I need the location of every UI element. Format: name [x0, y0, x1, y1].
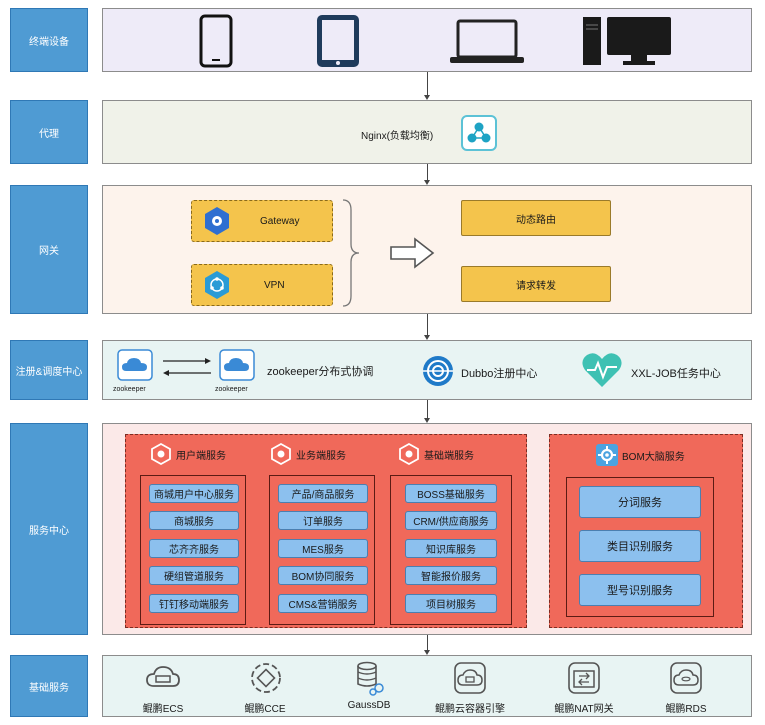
tier-label-basic: 基础服务 [10, 655, 88, 717]
group-title-text: 用户端服务 [176, 450, 226, 462]
tier-label-proxy: 代理 [10, 100, 88, 164]
gateway-label: Gateway [260, 215, 300, 227]
service-item: BOSS基础服务 [405, 484, 497, 503]
arrow-proxy-gateway [424, 164, 430, 185]
nat-gateway-icon [568, 662, 600, 694]
basic-tier: 鲲鹏ECS 鲲鹏CCE GaussDB 鲲鹏云容器引擎 鲲鹏NAT网关 鲲鹏RD… [102, 655, 752, 717]
basic-service-label: GaussDB [347, 700, 391, 711]
request-forward-box: 请求转发 [461, 266, 611, 302]
service-item: 分词服务 [579, 486, 701, 518]
bom-service-title: BOM大脑服务 [596, 444, 685, 466]
service-item: 产品/商品服务 [278, 484, 368, 503]
arrow-registry-service [424, 400, 430, 423]
service-hex-icon [151, 443, 171, 465]
dynamic-route-box: 动态路由 [461, 200, 611, 236]
basic-service-label: 鲲鹏ECS [142, 704, 184, 715]
tier-label-registry: 注册&调度中心 [10, 340, 88, 400]
zookeeper-text: zookeeper分布式协调 [267, 366, 374, 378]
arrow-gateway-registry [424, 314, 430, 340]
gear-icon [596, 444, 618, 466]
smartphone-icon [199, 14, 233, 68]
service-item: 芯齐齐服务 [149, 539, 239, 558]
bom-service-column: 分词服务 类目识别服务 型号识别服务 [566, 477, 714, 617]
vpn-icon [205, 271, 229, 299]
zookeeper-right-label: zookeeper [215, 386, 248, 393]
basic-service-label: 鲲鹏云容器引擎 [435, 704, 505, 715]
service-item: 商城服务 [149, 511, 239, 530]
basic-service-label: 鲲鹏NAT网关 [554, 704, 614, 715]
load-balancer-icon [461, 115, 497, 151]
business-service-title: 业务端服务 [270, 443, 346, 465]
service-item: CMS&营销服务 [278, 594, 368, 613]
gateway-icon [205, 207, 229, 235]
dubbo-label: Dubbo注册中心 [461, 368, 538, 380]
user-service-title: 用户端服务 [150, 443, 226, 465]
service-item: 硬组管道服务 [149, 566, 239, 585]
group-title-text: 业务端服务 [296, 450, 346, 462]
sync-arrows [163, 358, 211, 376]
user-service-column: 商城用户中心服务 商城服务 芯齐齐服务 硬组管道服务 钉钉移动端服务 [140, 475, 246, 625]
service-item: 智能报价服务 [405, 566, 497, 585]
business-service-column: 产品/商品服务 订单服务 MES服务 BOM协同服务 CMS&营销服务 [269, 475, 375, 625]
right-arrow-icon [390, 237, 435, 269]
base-service-title: 基础端服务 [398, 443, 474, 465]
heartbeat-icon [582, 353, 622, 387]
zookeeper-cloud-icon [219, 349, 255, 381]
proxy-tier: Nginx(负载均衡) [102, 100, 752, 164]
group-title-text: 基础端服务 [424, 450, 474, 462]
service-item: 知识库服务 [405, 539, 497, 558]
cloud-container-icon [454, 662, 486, 694]
arrow-terminal-proxy [424, 72, 430, 100]
arrow-service-basic [424, 635, 430, 655]
service-item: MES服务 [278, 539, 368, 558]
zookeeper-left-label: zookeeper [113, 386, 146, 393]
laptop-icon [450, 19, 524, 63]
base-service-column: BOSS基础服务 CRM/供应商服务 知识库服务 智能报价服务 项目树服务 [390, 475, 512, 625]
service-item: 商城用户中心服务 [149, 484, 239, 503]
service-item: 类目识别服务 [579, 530, 701, 562]
service-item: 钉钉移动端服务 [149, 594, 239, 613]
container-cluster-icon [251, 663, 281, 693]
service-hex-icon [271, 443, 291, 465]
service-item: 项目树服务 [405, 594, 497, 613]
vpn-item: VPN [191, 264, 333, 306]
service-group-main: 用户端服务 商城用户中心服务 商城服务 芯齐齐服务 硬组管道服务 钉钉移动端服务… [125, 434, 527, 628]
tier-label-service: 服务中心 [10, 423, 88, 635]
terminal-tier [102, 8, 752, 72]
gateway-tier: Gateway VPN 动态路由 请求转发 [102, 185, 752, 314]
database-icon [357, 661, 384, 696]
tier-label-gateway: 网关 [10, 185, 88, 314]
cloud-server-icon [146, 666, 180, 687]
service-item: CRM/供应商服务 [405, 511, 497, 530]
service-item: 订单服务 [278, 511, 368, 530]
tablet-icon [317, 15, 359, 67]
service-item: BOM协同服务 [278, 566, 368, 585]
vpn-label: VPN [264, 279, 285, 291]
service-hex-icon [399, 443, 419, 465]
rds-icon [670, 662, 702, 694]
service-item: 型号识别服务 [579, 574, 701, 606]
right-brace [342, 199, 360, 307]
dubbo-icon [423, 356, 453, 386]
tier-label-terminal: 终端设备 [10, 8, 88, 72]
bom-service-group: BOM大脑服务 分词服务 类目识别服务 型号识别服务 [549, 434, 743, 628]
zookeeper-cloud-icon [117, 349, 153, 381]
registry-tier: zookeeper zookeeper zookeeper分布式协调 Dubbo… [102, 340, 752, 400]
desktop-computer-icon [583, 17, 671, 65]
nginx-label: Nginx(负载均衡) [361, 131, 434, 142]
xxljob-label: XXL-JOB任务中心 [631, 368, 721, 380]
basic-service-label: 鲲鹏RDS [665, 704, 707, 715]
service-tier: 用户端服务 商城用户中心服务 商城服务 芯齐齐服务 硬组管道服务 钉钉移动端服务… [102, 423, 752, 635]
gateway-item: Gateway [191, 200, 333, 242]
group-title-text: BOM大脑服务 [622, 451, 685, 463]
basic-service-label: 鲲鹏CCE [244, 704, 286, 715]
